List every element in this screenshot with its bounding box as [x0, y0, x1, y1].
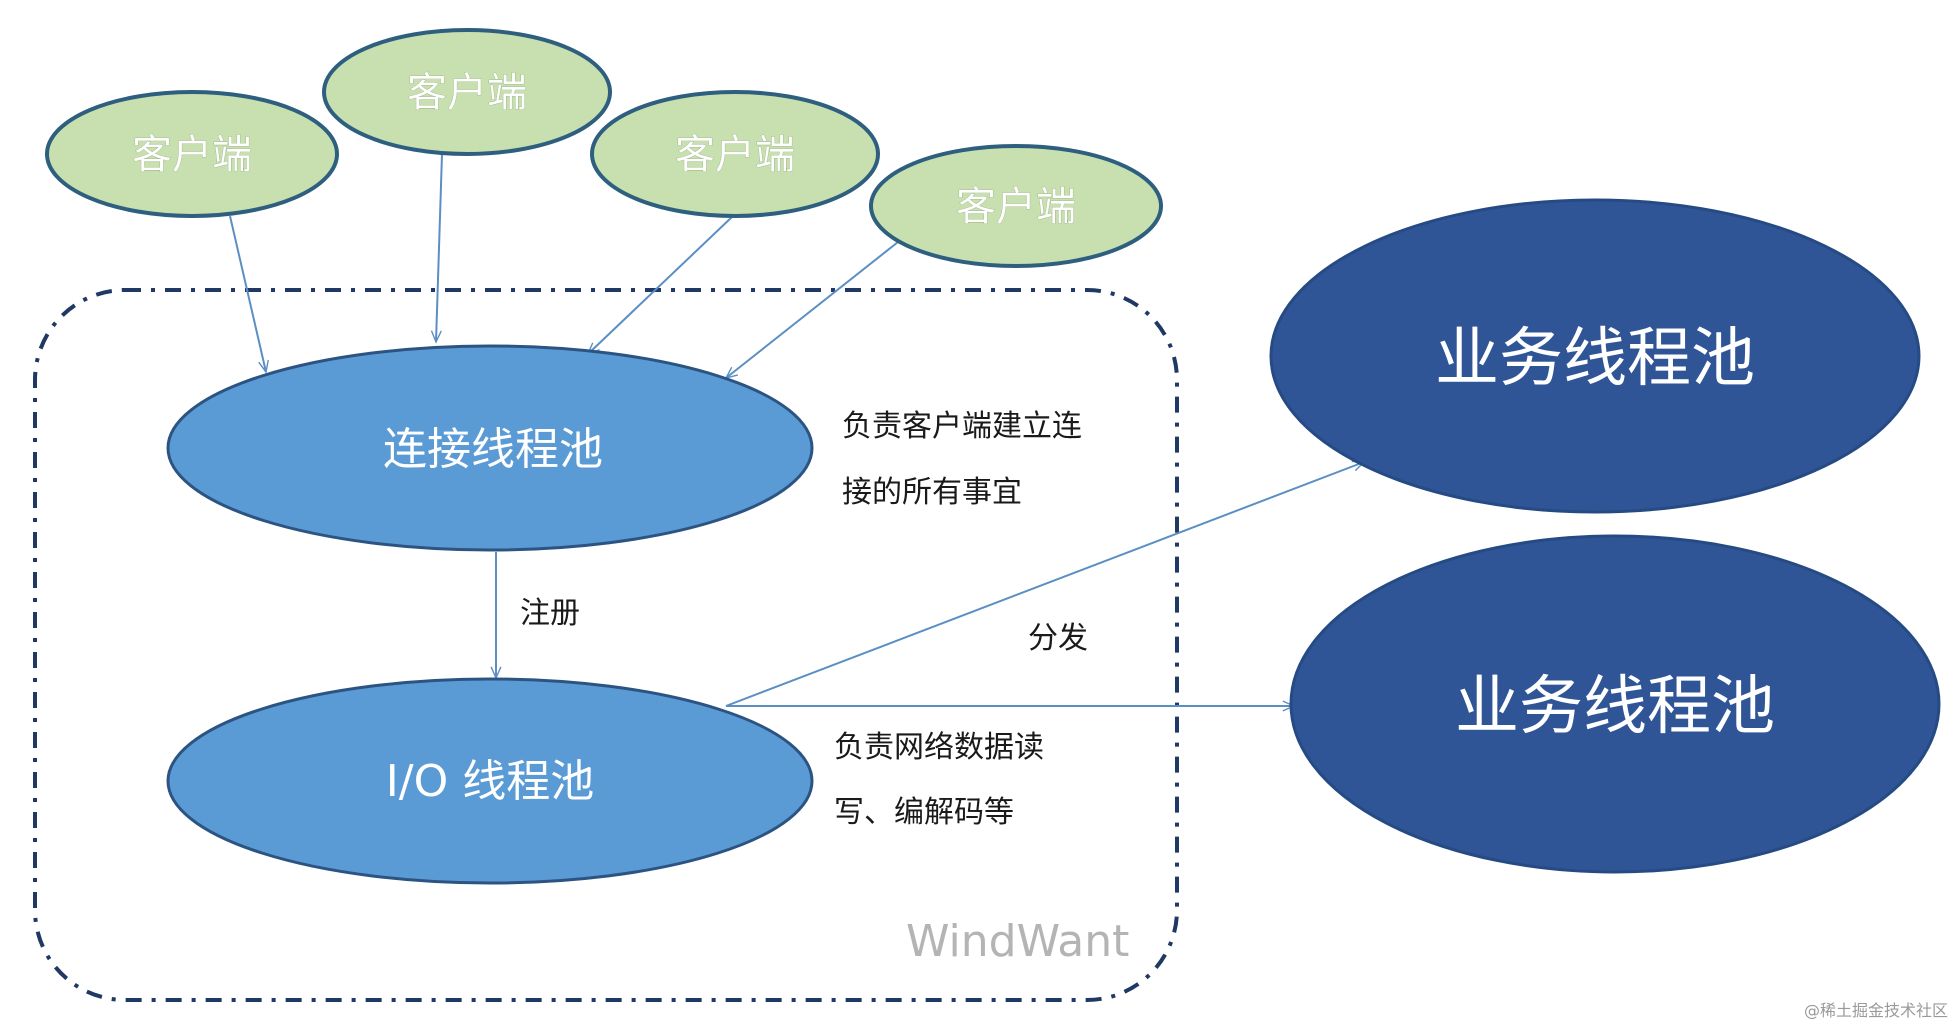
client-node: 客户端	[590, 90, 880, 218]
system-boundary	[33, 288, 1179, 1002]
io-pool-note-line-2: 写、编解码等	[834, 795, 1014, 830]
business-thread-pool: 业务线程池	[1289, 534, 1941, 874]
arrow-client-4-to-connection-pool	[726, 241, 899, 378]
watermark-text: WindWant	[906, 916, 1129, 967]
client-label: 客户端	[956, 184, 1076, 230]
client-node: 客户端	[869, 144, 1163, 268]
arrow-client-2-to-connection-pool	[436, 153, 443, 342]
arrow-client-1-to-connection-pool	[229, 215, 266, 372]
business-pool-label: 业务线程池	[1455, 670, 1775, 744]
register-label: 注册	[520, 596, 580, 631]
io-pool-label: I/O 线程池	[386, 756, 594, 807]
arrow-dispatch-to-business-pool-1	[725, 462, 1364, 707]
connection-pool-note-line-2: 接的所有事宜	[842, 475, 1022, 510]
io-pool-note-line-1: 负责网络数据读	[834, 730, 1044, 765]
business-pool-label: 业务线程池	[1435, 322, 1755, 396]
client-node: 客户端	[322, 28, 612, 156]
client-label: 客户端	[132, 132, 252, 178]
business-thread-pool: 业务线程池	[1269, 198, 1921, 514]
arrow-client-3-to-connection-pool	[588, 215, 734, 354]
site-credit: @稀土掘金技术社区	[1804, 1001, 1948, 1020]
client-label: 客户端	[407, 70, 527, 116]
connection-thread-pool: 连接线程池	[166, 344, 814, 552]
connection-pool-note-line-1: 负责客户端建立连	[842, 409, 1082, 444]
io-thread-pool: I/O 线程池	[166, 677, 814, 885]
client-node: 客户端	[45, 90, 339, 218]
client-label: 客户端	[675, 132, 795, 178]
connection-pool-label: 连接线程池	[383, 424, 603, 475]
dispatch-label: 分发	[1028, 621, 1088, 656]
